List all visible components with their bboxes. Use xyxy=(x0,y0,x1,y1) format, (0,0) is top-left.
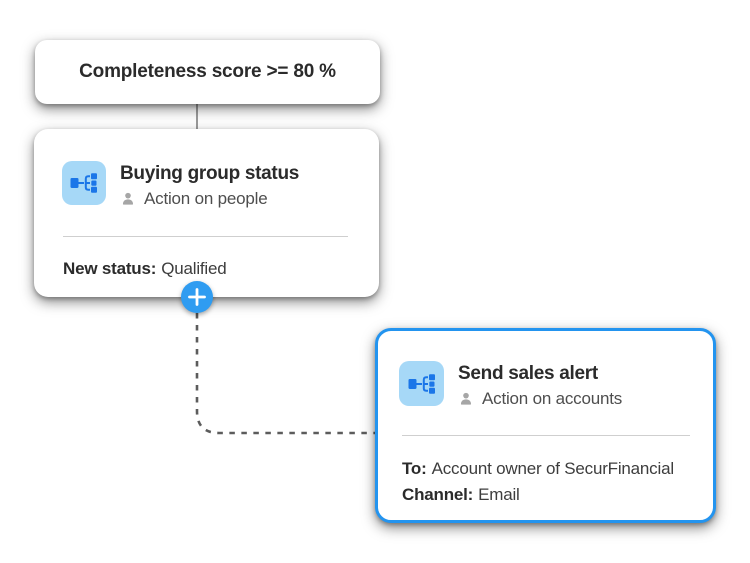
node-header: Buying group status Action on people xyxy=(34,129,379,209)
node-field-row: Channel:Email xyxy=(402,482,701,508)
person-icon xyxy=(120,191,136,207)
node-title: Buying group status xyxy=(120,163,300,184)
node-field-row: To:Account owner of SecurFinancial xyxy=(402,456,701,482)
node-subtitle: Action on people xyxy=(144,189,268,208)
condition-node-completeness-score[interactable]: Completeness score >= 80 % xyxy=(35,40,380,104)
plus-icon xyxy=(181,281,213,313)
dashed-connector-buying-to-alert xyxy=(195,313,377,435)
add-node-plus-button[interactable] xyxy=(181,281,213,313)
field-label: Channel: xyxy=(402,485,474,504)
node-field-row: New status:Qualified xyxy=(63,256,363,282)
node-header: Send sales alert Action on accounts xyxy=(378,331,713,409)
buying-group-hierarchy-icon xyxy=(399,361,444,406)
node-subtitle: Action on accounts xyxy=(482,389,623,408)
condition-node-title: Completeness score >= 80 % xyxy=(79,61,336,82)
node-title: Send sales alert xyxy=(458,363,598,384)
divider xyxy=(63,236,348,237)
divider xyxy=(402,435,690,436)
action-node-buying-group-status[interactable]: Buying group status Action on people New… xyxy=(34,129,379,297)
action-node-send-sales-alert[interactable]: Send sales alert Action on accounts To:A… xyxy=(375,328,716,523)
field-value: Qualified xyxy=(161,259,227,278)
field-value: Account owner of SecurFinancial xyxy=(431,459,675,478)
field-label: New status: xyxy=(63,259,157,278)
buying-group-hierarchy-icon xyxy=(62,161,106,205)
person-icon xyxy=(458,391,474,407)
field-label: To: xyxy=(402,459,427,478)
field-value: Email xyxy=(478,485,520,504)
